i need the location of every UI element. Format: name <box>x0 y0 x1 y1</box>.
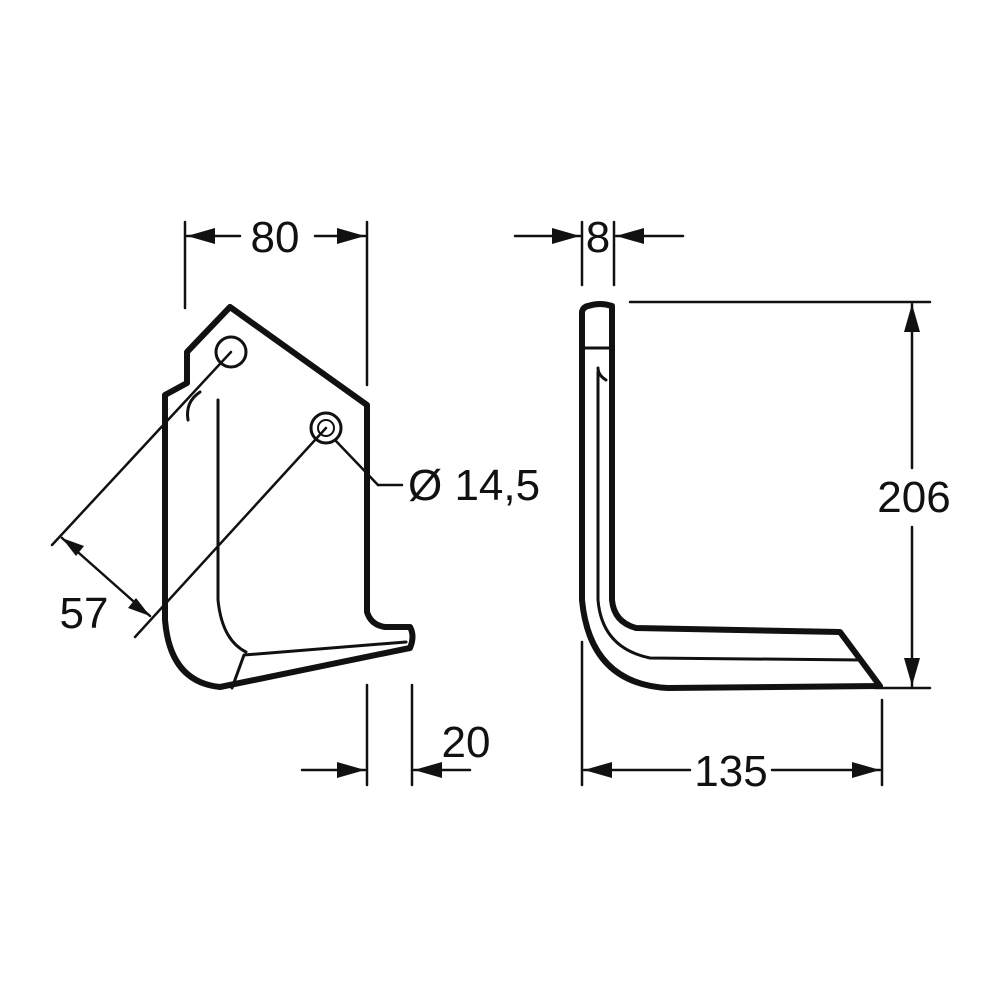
dim-width-80: 80 <box>183 213 369 387</box>
dim-thickness-8: 8 <box>513 213 685 287</box>
dim-length-135: 135 <box>580 640 884 796</box>
dim-20-label: 20 <box>442 718 491 767</box>
dim-20-arrow-right <box>414 762 442 778</box>
dim-8-label: 8 <box>586 213 610 262</box>
dim-8-arrow-left <box>552 228 580 244</box>
dim-206-arrow-bottom <box>904 658 920 686</box>
dim-135-arrow-right <box>852 762 880 778</box>
hole-diameter-label: Ø 14,5 <box>408 461 540 510</box>
side-view-outline <box>579 301 883 691</box>
mounting-hole-lower-inner <box>317 419 335 437</box>
side-view <box>579 301 883 691</box>
dim-206-arrow-top <box>904 304 920 332</box>
dim-80-arrow-left <box>187 228 215 244</box>
side-view-inner-bend <box>596 370 864 662</box>
dim-206-label: 206 <box>877 473 950 522</box>
front-view-blade-bevel <box>230 640 408 690</box>
dim-tip-width-20: 20 <box>300 683 491 787</box>
front-view-inner-left <box>186 390 202 422</box>
front-view-outline <box>162 304 416 690</box>
dim-20-arrow-left <box>337 762 365 778</box>
dim-57-label: 57 <box>60 589 109 638</box>
dim-57-arrow-top <box>62 538 84 556</box>
dim-hole-diameter: Ø 14,5 <box>333 438 540 510</box>
side-view-inner-left <box>596 366 608 382</box>
dim-80-arrow-right <box>337 228 365 244</box>
front-view <box>162 304 416 690</box>
dim-80-label: 80 <box>251 213 300 262</box>
dim-hole-spacing-57: 57 <box>50 350 328 639</box>
dim-57-arrow-bottom <box>128 598 150 616</box>
dim-135-label: 135 <box>694 747 767 796</box>
dim-8-arrow-right <box>616 228 644 244</box>
front-view-inner-contour <box>216 398 248 654</box>
dim-height-206: 206 <box>628 300 951 690</box>
dim-135-arrow-left <box>584 762 612 778</box>
